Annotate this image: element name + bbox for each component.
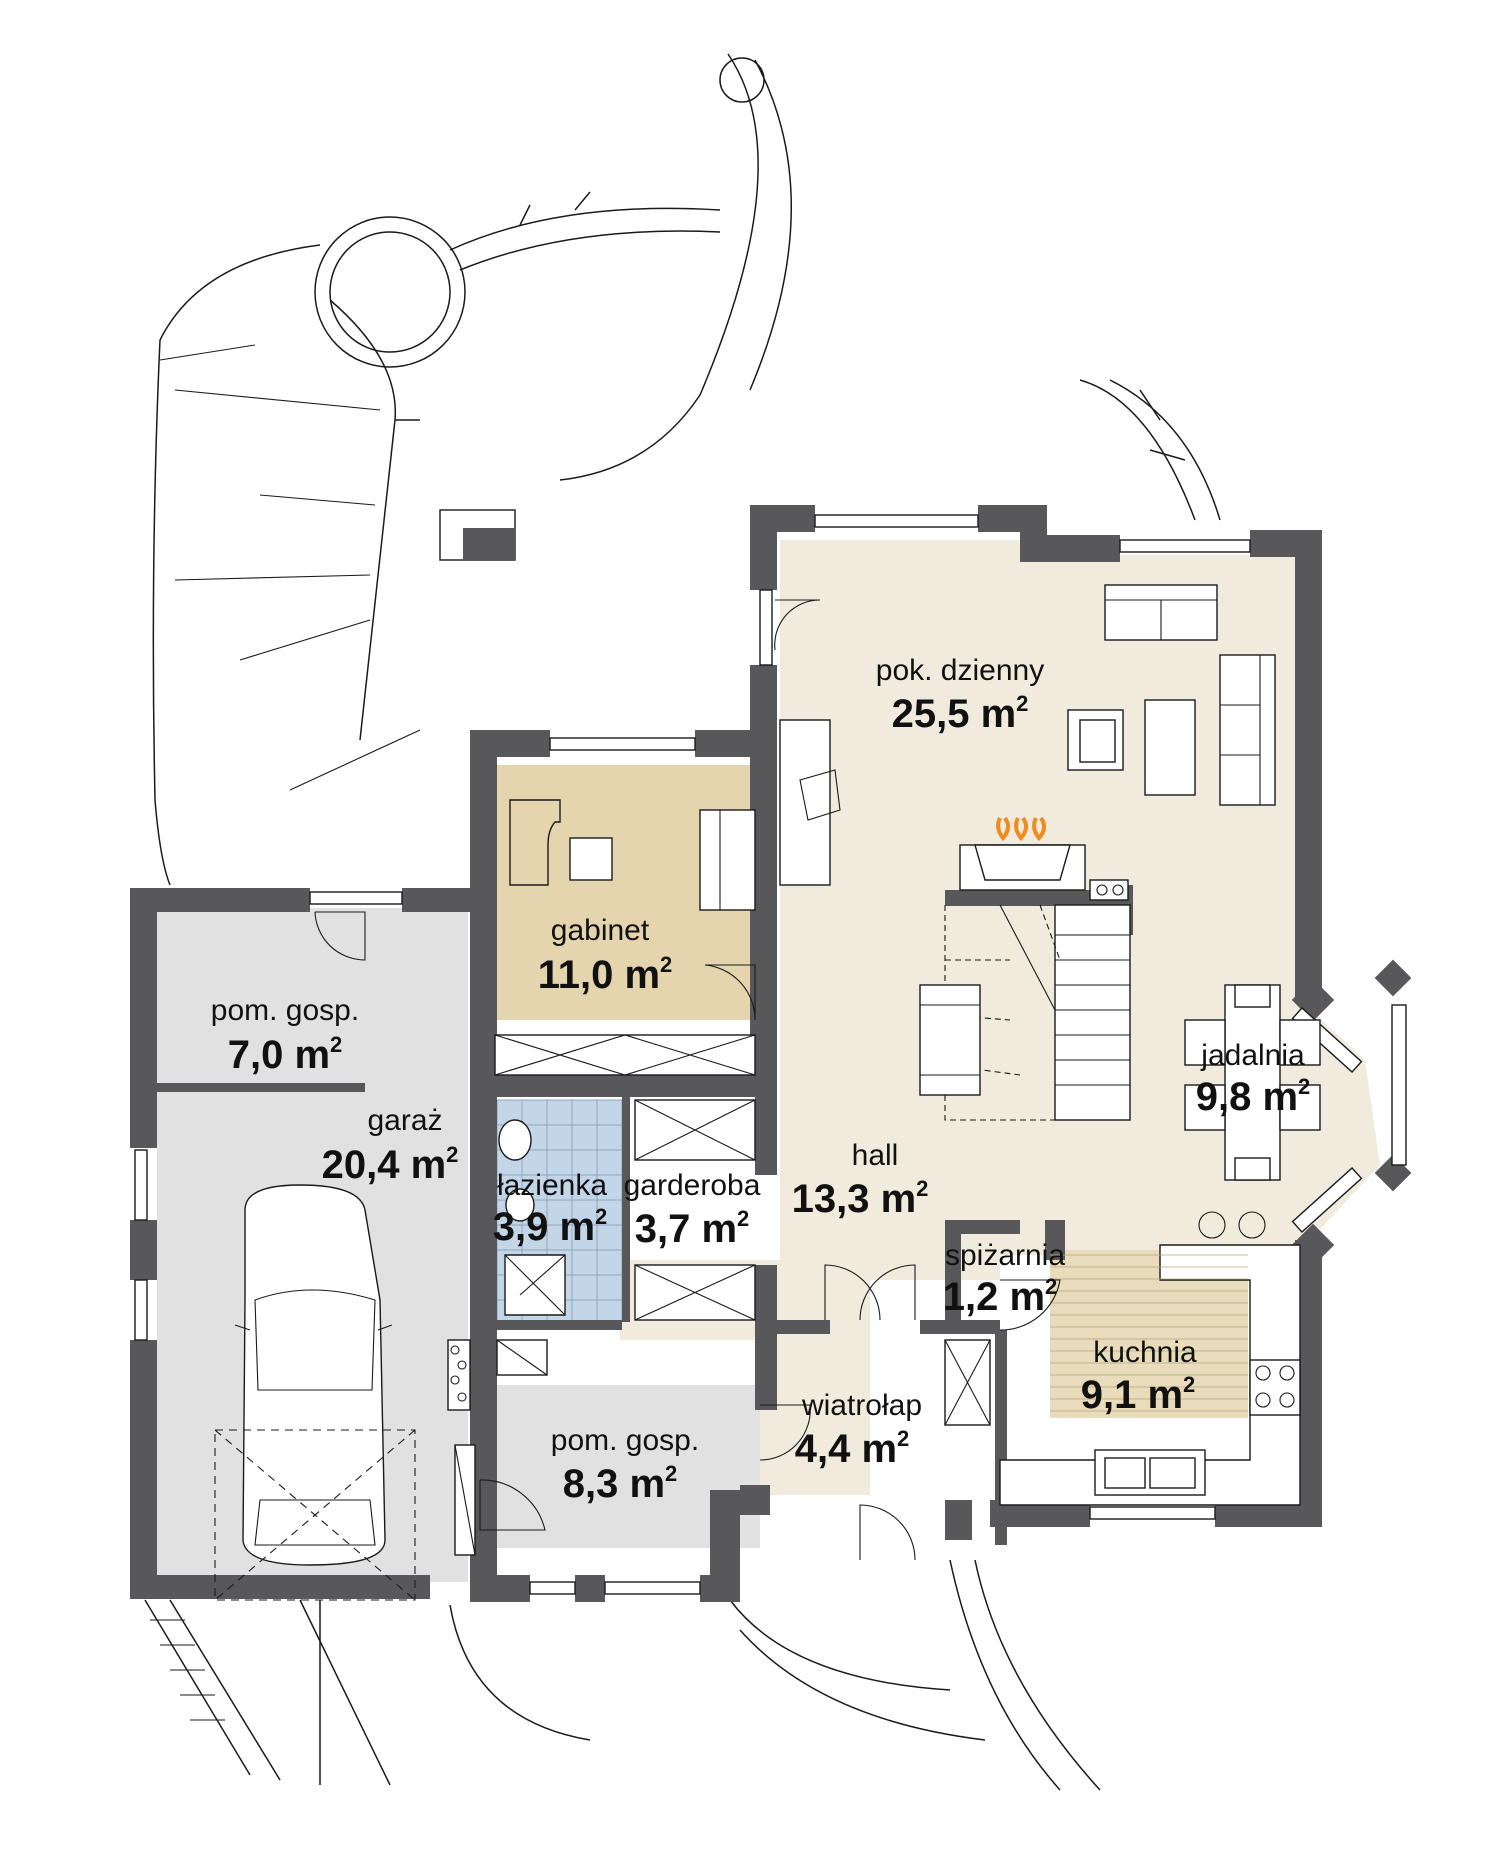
room-area-pom-gosp-2: 8,3 m2 [563, 1461, 678, 1506]
car-icon [214, 1184, 416, 1601]
room-area-pom-gosp-1: 7,0 m2 [228, 1032, 343, 1077]
room-area-wiatrolap: 4,4 m2 [795, 1426, 910, 1471]
room-name-wiatrolap: wiatrołap [801, 1389, 922, 1422]
room-name-hall: hall [852, 1139, 899, 1172]
boiler-icon [447, 1339, 471, 1411]
room-name-lazienka: łazienka [497, 1169, 607, 1202]
utility2-floor [495, 1385, 760, 1548]
stairs-icon [919, 904, 1131, 1121]
room-name-garderoba: garderoba [624, 1169, 761, 1202]
room-name-pok-dzienny: pok. dzienny [876, 654, 1044, 687]
room-name-gabinet: gabinet [551, 914, 650, 947]
room-area-spizarnia: 1,2 m2 [943, 1274, 1058, 1319]
door-swing-icon [314, 599, 1061, 1561]
room-area-garderoba: 3,7 m2 [635, 1206, 750, 1251]
study-floor [495, 765, 755, 1020]
room-labels: pok. dzienny 25,5 m2 gabinet 11,0 m2 pom… [211, 654, 1310, 1506]
bathroom-tiles [496, 1099, 623, 1320]
wardrobe-icon [454, 1034, 991, 1556]
toilet-icon [498, 1119, 535, 1222]
room-name-pom-gosp-2: pom. gosp. [551, 1424, 699, 1457]
room-name-spizarnia: spiżarnia [945, 1239, 1065, 1272]
room-name-pom-gosp-1: pom. gosp. [211, 994, 359, 1027]
room-name-garaz: garaż [367, 1104, 442, 1137]
fireplace-icon [959, 816, 1129, 901]
room-area-gabinet: 11,0 m2 [538, 952, 673, 997]
desk-icon [509, 769, 841, 886]
shower-icon [504, 1254, 566, 1316]
room-area-hall: 13,3 m2 [792, 1176, 929, 1221]
terrace-icon [144, 53, 1221, 1791]
kitchen-floor-lines [1050, 1254, 1248, 1412]
sink-icon [1094, 1211, 1266, 1496]
room-area-pok-dzienny: 25,5 m2 [892, 691, 1029, 736]
sofa-icon [699, 584, 1276, 911]
room-name-jadalnia: jadalnia [1200, 1039, 1305, 1072]
room-area-jadalnia: 9,8 m2 [1196, 1074, 1311, 1119]
dining-table-icon [1184, 984, 1321, 1181]
room-area-kuchnia: 9,1 m2 [1081, 1372, 1196, 1417]
room-area-lazienka: 3,9 m2 [493, 1204, 608, 1249]
room-area-garaz: 20,4 m2 [322, 1142, 459, 1187]
stove-icon [999, 1244, 1301, 1506]
room-name-kuchnia: kuchnia [1093, 1336, 1197, 1369]
windows [134, 514, 1407, 1595]
